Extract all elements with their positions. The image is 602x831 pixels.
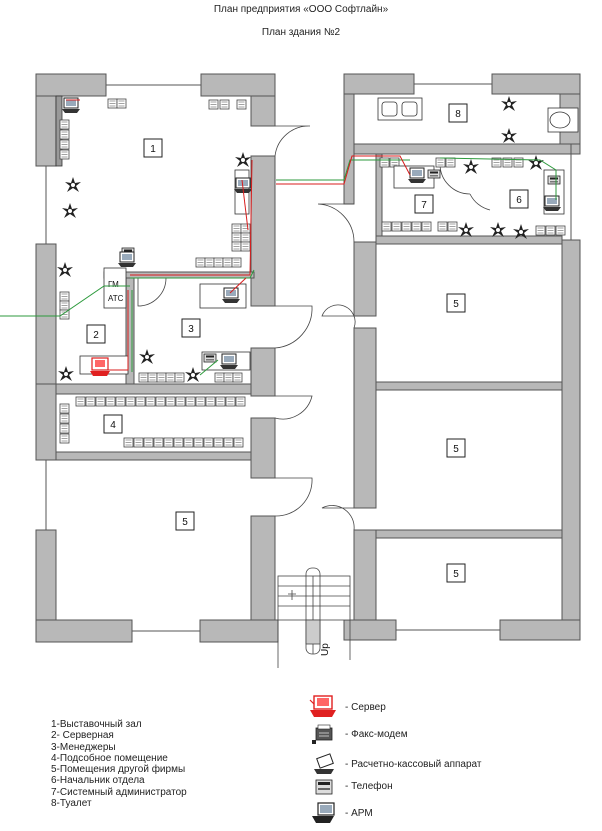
room-number-box xyxy=(175,511,195,531)
modem-label: ГМ xyxy=(108,280,119,289)
cash-register-icon xyxy=(314,753,334,774)
symbol-legend-label: - АРМ xyxy=(345,808,373,819)
server-icon xyxy=(309,695,336,717)
room-number-box xyxy=(103,414,123,434)
phone-icon xyxy=(315,779,333,795)
room-number: 5 xyxy=(453,569,459,580)
ats-label: АТС xyxy=(108,294,124,303)
room-number: 1 xyxy=(150,144,156,155)
symbol-legend-label: - Телефон xyxy=(345,781,393,792)
workstation-icon xyxy=(312,802,335,823)
room-number: 2 xyxy=(93,330,99,341)
room-legend-item: 4-Подсобное помещение xyxy=(51,752,168,764)
room-legend-item: 3-Менеджеры xyxy=(51,741,116,753)
symbol-legend-label: - Расчетно-кассовый аппарат xyxy=(345,759,482,770)
room-number-box xyxy=(446,438,466,458)
room-number-box xyxy=(86,324,106,344)
server-icon xyxy=(90,357,110,376)
page-subtitle: План здания №2 xyxy=(261,27,341,38)
room-legend-item: 2- Серверная xyxy=(51,730,114,742)
room-number-box xyxy=(448,103,468,123)
symbol-legend-label: - Сервер xyxy=(345,702,386,713)
room-legend-item: 8-Туалет xyxy=(51,798,92,810)
room-number-box xyxy=(446,293,466,313)
room-legend-item: 7-Системный администратор xyxy=(51,786,187,798)
room-legend: 1-Выставочный зал 2- Серверная 3-Менедже… xyxy=(51,719,187,809)
room-number: 5 xyxy=(182,517,188,528)
room-number: 5 xyxy=(453,299,459,310)
stairs-up-label: Up xyxy=(320,643,331,656)
room-number-box xyxy=(446,563,466,583)
room-number: 7 xyxy=(421,200,427,211)
fax-modem-icon xyxy=(312,724,333,744)
room-legend-item: 5-Помещения другой фирмы xyxy=(51,764,186,776)
room-number-box xyxy=(414,194,434,214)
symbol-legend-icons xyxy=(309,695,336,823)
room-legend-item: 6-Начальник отдела xyxy=(51,775,145,787)
room-legend-item: 1-Выставочный зал xyxy=(51,719,142,730)
room-number: 4 xyxy=(110,420,116,431)
room-number: 5 xyxy=(453,444,459,455)
page-title: План предприятия «ООО Софтлайн» xyxy=(213,4,389,15)
room-number-box xyxy=(181,318,201,338)
room-number-box xyxy=(143,138,163,158)
room-number: 6 xyxy=(516,195,522,206)
room-number: 8 xyxy=(455,109,461,120)
room-number: 3 xyxy=(188,324,194,335)
symbol-legend-label: - Факс-модем xyxy=(345,729,408,740)
room-number-box xyxy=(509,189,529,209)
